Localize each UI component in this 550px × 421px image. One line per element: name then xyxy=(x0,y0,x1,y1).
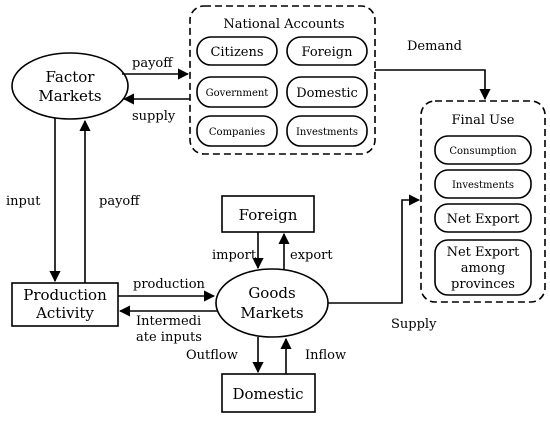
edge-label-demand: Demand xyxy=(407,39,462,54)
na-item-government xyxy=(196,76,278,108)
edge-label-supply-top: supply xyxy=(132,109,176,124)
edge-label-intermediate-1: Intermedi xyxy=(136,314,201,329)
na-item-domestic xyxy=(286,76,368,108)
fu-item-net-export-provinces xyxy=(434,239,532,296)
national-accounts-group: National Accounts Citizens Foreign Gover… xyxy=(189,5,376,155)
edge-supply-bottom xyxy=(328,194,421,304)
production-activity-node: Production Activity xyxy=(11,282,119,327)
edge-label-inflow: Inflow xyxy=(305,348,346,363)
factor-markets-label-2: Markets xyxy=(38,87,101,105)
na-label-foreign: Foreign xyxy=(302,45,354,60)
fu-label-net-export: Net Export xyxy=(447,212,521,227)
na-label-companies: Companies xyxy=(209,127,265,138)
edge-label-export: export xyxy=(290,248,333,263)
fu-item-investments xyxy=(434,169,532,199)
edge-label-import: import xyxy=(212,248,257,263)
edge-label-payoff-top: payoff xyxy=(132,56,174,71)
edge-label-payoff-left: payoff xyxy=(99,194,141,209)
fu-item-consumption xyxy=(434,135,532,165)
foreign-node: Foreign xyxy=(221,195,315,233)
edge-label-supply-bottom: Supply xyxy=(391,317,437,332)
final-use-group: Final Use Consumption Investments Net Ex… xyxy=(420,100,546,303)
na-label-investments: Investments xyxy=(296,127,358,138)
foreign-label: Foreign xyxy=(239,206,298,224)
factor-markets-node: Factor Markets xyxy=(11,52,129,120)
domestic-label: Domestic xyxy=(232,385,303,403)
na-item-foreign xyxy=(286,36,368,66)
na-label-government: Government xyxy=(206,88,269,99)
na-label-citizens: Citizens xyxy=(210,45,263,60)
edge-label-input: input xyxy=(6,194,41,209)
fu-label-net-export-provinces-3: provinces xyxy=(451,277,515,292)
edge-label-production: production xyxy=(133,277,206,292)
factor-markets-label-1: Factor xyxy=(46,68,96,86)
na-label-domestic: Domestic xyxy=(296,86,358,101)
goods-markets-node: Goods Markets xyxy=(215,268,329,338)
production-activity-label-2: Activity xyxy=(35,304,94,322)
edge-label-intermediate-2: ate inputs xyxy=(136,330,202,345)
fu-label-net-export-provinces-2: among xyxy=(461,261,506,276)
goods-markets-label-2: Markets xyxy=(240,304,303,322)
fu-label-net-export-provinces-1: Net Export xyxy=(447,245,521,260)
na-item-investments xyxy=(286,115,368,147)
production-activity-label-1: Production xyxy=(23,286,107,304)
fu-label-investments: Investments xyxy=(452,180,514,191)
national-accounts-title: National Accounts xyxy=(223,17,344,32)
goods-markets-label-1: Goods xyxy=(248,284,295,302)
edge-label-outflow: Outflow xyxy=(186,348,238,363)
edge-demand xyxy=(375,69,491,101)
fu-item-net-export xyxy=(434,203,532,233)
domestic-node: Domestic xyxy=(221,373,316,413)
na-item-companies xyxy=(196,115,278,147)
fu-label-consumption: Consumption xyxy=(449,146,517,157)
na-item-citizens xyxy=(196,36,278,66)
final-use-title: Final Use xyxy=(452,113,515,128)
